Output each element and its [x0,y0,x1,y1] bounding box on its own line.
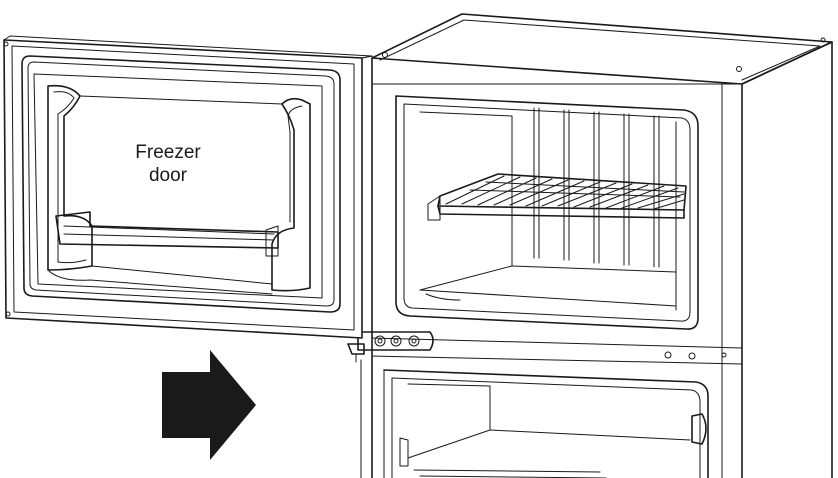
refrigerator-cabinet [371,13,833,478]
freezer-door-label-line-2: door [149,165,188,186]
wire-shelf [427,107,687,268]
hinge-bracket [347,331,743,365]
freezer-door-label-line-1: Freezer [135,142,201,163]
freezer-door: Freezer door [3,35,373,339]
direction-arrow [162,350,256,460]
freezer-compartment [395,95,699,330]
lower-compartment [360,359,709,478]
